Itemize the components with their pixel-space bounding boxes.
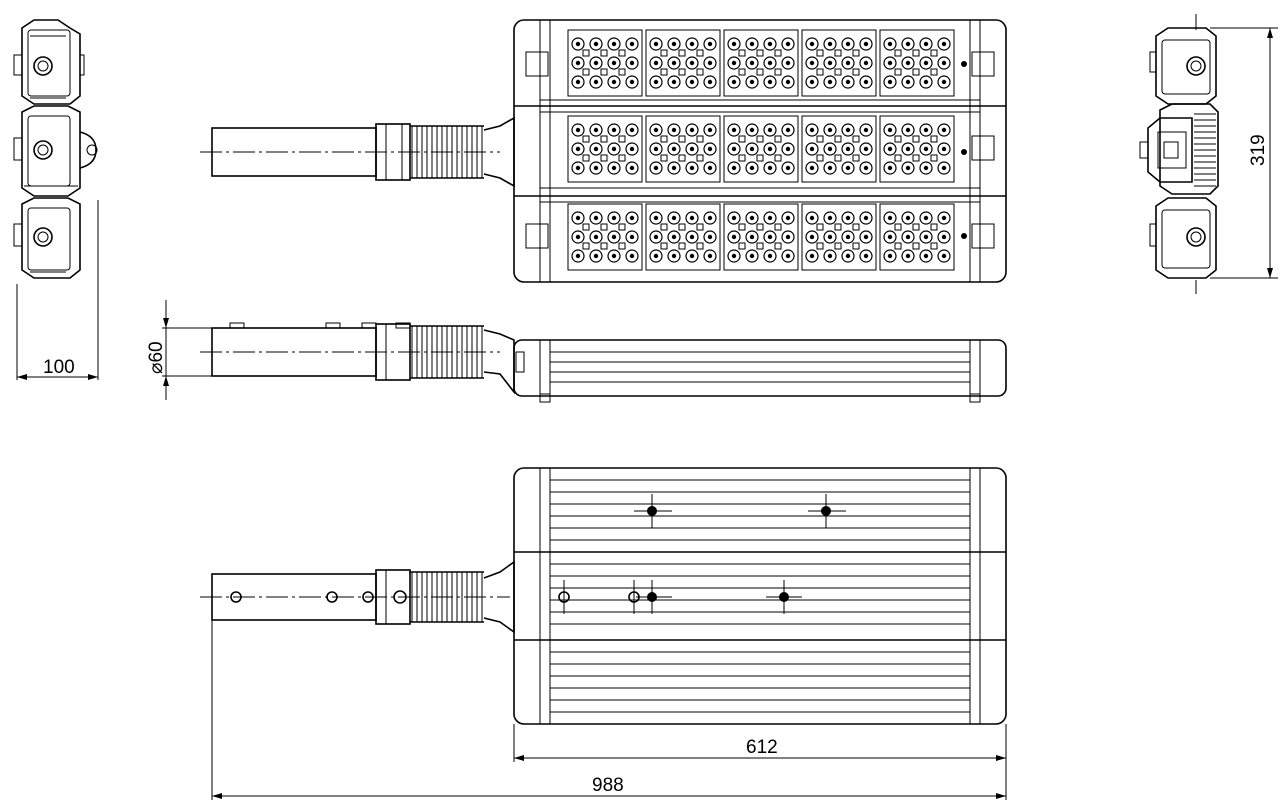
side-view — [162, 300, 1007, 403]
led-module — [645, 29, 721, 97]
corrugated-joint — [410, 325, 484, 379]
led-module — [567, 115, 643, 183]
led-module — [645, 115, 721, 183]
led-arrays — [567, 29, 955, 271]
corrugated-joint — [410, 125, 484, 179]
height-dimension-label: 319 — [1248, 134, 1269, 166]
led-module — [723, 29, 799, 97]
driver-fins — [1194, 113, 1216, 187]
led-module — [801, 29, 877, 97]
led-module — [801, 203, 877, 271]
led-module — [879, 115, 955, 183]
led-module — [645, 203, 721, 271]
led-module — [879, 203, 955, 271]
right-end-view — [1139, 14, 1278, 294]
top-view — [200, 19, 1007, 283]
corrugated-joint — [410, 571, 484, 623]
led-module — [723, 203, 799, 271]
total-length-label: 988 — [592, 775, 624, 796]
led-module — [567, 203, 643, 271]
mounting-holes — [558, 494, 846, 614]
left-end-view — [13, 19, 99, 380]
width-dimension-label: 100 — [43, 357, 75, 378]
body-length-label: 612 — [746, 737, 778, 758]
pipe-diameter-label: ⌀60 — [146, 341, 167, 374]
led-module — [879, 29, 955, 97]
led-module — [567, 29, 643, 97]
heat-sink-fins — [550, 479, 970, 713]
bottom-view — [200, 467, 1007, 800]
led-module — [801, 115, 877, 183]
led-module — [723, 115, 799, 183]
